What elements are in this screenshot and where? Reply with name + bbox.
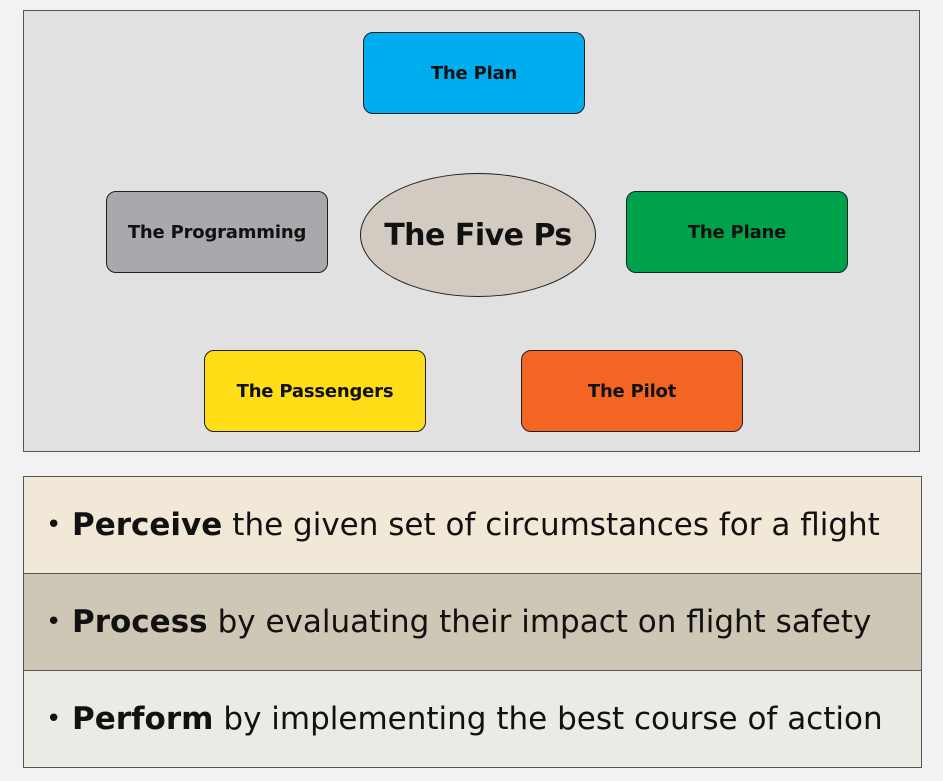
node-the-programming: The Programming [106, 191, 328, 273]
node-the-plan: The Plan [363, 32, 585, 114]
step-row-perceive: • Perceive the given set of circumstance… [24, 477, 921, 574]
step-text: by implementing the best course of actio… [223, 701, 883, 737]
node-the-pilot: The Pilot [521, 350, 743, 432]
node-label: The Plane [687, 221, 787, 243]
five-ps-diagram: The Plan The Programming The Five Ps The… [23, 10, 920, 452]
node-label: The Pilot [587, 380, 677, 402]
step-text: by evaluating their impact on flight saf… [217, 604, 872, 640]
node-label: The Passengers [236, 380, 394, 402]
step-keyword: Perceive [72, 507, 223, 543]
step-text: the given set of circumstances for a fli… [232, 507, 880, 543]
node-label: The Programming [127, 221, 307, 243]
node-label: The Plan [430, 62, 518, 84]
bullet-icon: • [46, 510, 62, 540]
center-ellipse-the-five-ps: The Five Ps [360, 173, 596, 297]
step-row-perform: • Perform by implementing the best cours… [24, 671, 921, 767]
node-the-plane: The Plane [626, 191, 848, 273]
bullet-icon: • [46, 607, 62, 637]
center-label: The Five Ps [384, 217, 572, 253]
node-the-passengers: The Passengers [204, 350, 426, 432]
three-p-steps-list: • Perceive the given set of circumstance… [23, 476, 922, 768]
bullet-icon: • [46, 704, 62, 734]
step-row-process: • Process by evaluating their impact on … [24, 574, 921, 671]
step-keyword: Perform [72, 701, 214, 737]
step-keyword: Process [72, 604, 208, 640]
